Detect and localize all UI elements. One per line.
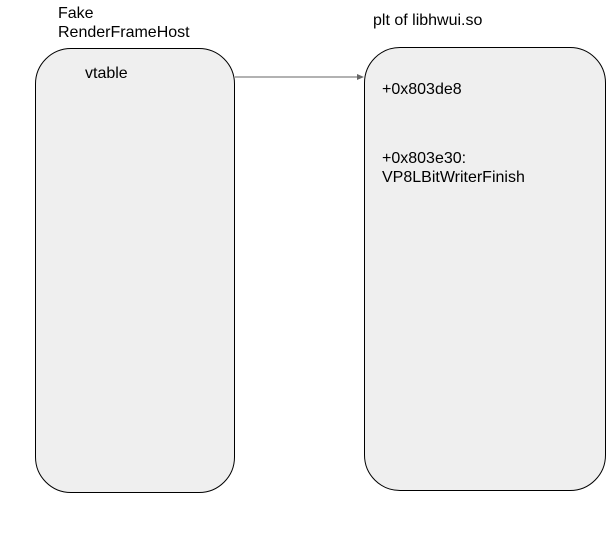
plt-entry: +0x803de8	[382, 81, 462, 98]
left-box-title: Fake RenderFrameHost	[58, 5, 190, 41]
arrow-head	[357, 74, 364, 80]
plt-entry: +0x803e30: VP8LBitWriterFinish	[382, 150, 525, 186]
right-box-title: plt of libhwui.so	[373, 12, 483, 29]
vtable-field: vtable	[85, 65, 128, 82]
fake-renderframehost-box: vtable	[35, 48, 235, 493]
plt-libhwui-box: +0x803de8 +0x803e30: VP8LBitWriterFinish	[364, 47, 606, 491]
